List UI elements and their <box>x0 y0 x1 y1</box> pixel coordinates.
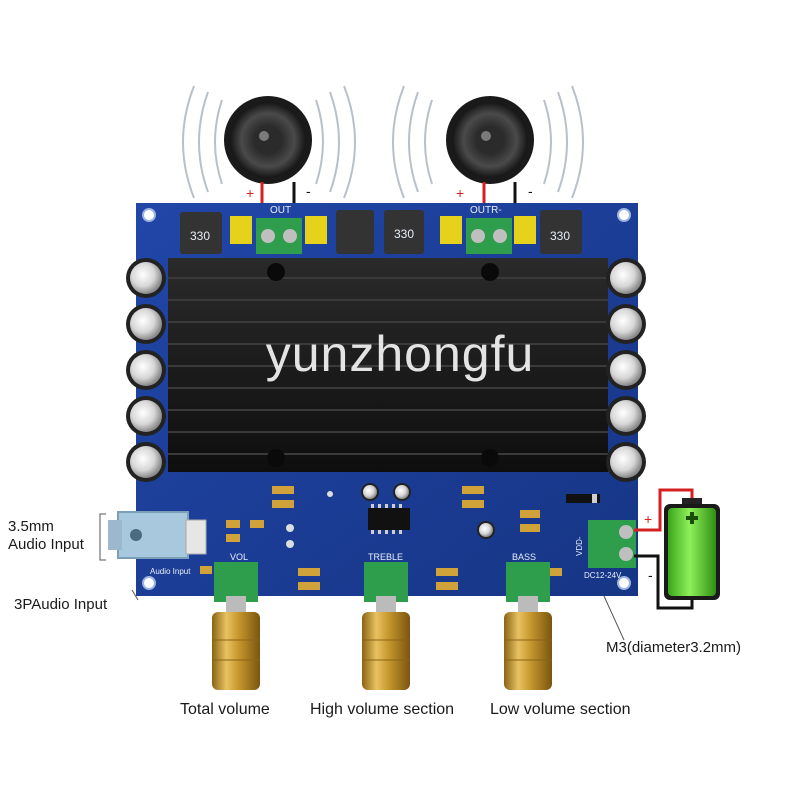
vdd-label: VDD- <box>575 536 584 556</box>
low-volume-label: Low volume section <box>490 701 631 718</box>
volume-potentiometer <box>212 562 260 690</box>
inductor-value-1: 330 <box>190 229 210 243</box>
out-right-label: OUTR- <box>470 205 502 216</box>
power-terminal <box>588 520 636 568</box>
battery-plus: + <box>644 511 652 527</box>
polarity-plus-right: + <box>456 185 464 201</box>
polarity-minus-left: - <box>306 183 311 199</box>
total-volume-label: Total volume <box>180 701 270 718</box>
output-terminal-left <box>256 218 302 254</box>
treble-label: TREBLE <box>368 552 403 562</box>
smd-components <box>200 486 562 590</box>
vol-label: VOL <box>230 552 248 562</box>
speaker-icon <box>224 96 312 184</box>
mounting-holes <box>142 208 631 590</box>
electrolytic-capacitors <box>126 258 646 482</box>
sound-waves <box>182 85 584 199</box>
inductors <box>180 210 582 254</box>
out-left-label: OUT <box>270 205 291 216</box>
callout-lines <box>99 513 625 641</box>
treble-potentiometer <box>362 562 410 690</box>
speaker-icon <box>446 96 534 184</box>
inductor-value-2: 330 <box>394 227 414 241</box>
diode <box>566 494 600 503</box>
bass-potentiometer <box>504 562 552 690</box>
audio-jack <box>108 511 207 559</box>
bass-label: BASS <box>512 552 536 562</box>
audio-jack-label-line2: Audio Input <box>8 536 84 553</box>
dc-label: DC12-24V <box>584 571 622 580</box>
inductor-value-3: 330 <box>550 229 570 243</box>
output-terminal-right <box>466 218 512 254</box>
pcb-audio-input-label: Audio Input <box>150 567 191 576</box>
polarity-minus-right: - <box>528 183 533 199</box>
heatsink <box>168 258 608 472</box>
three-pin-label: 3PAudio Input <box>14 596 108 613</box>
audio-jack-label-line1: 3.5mm <box>8 518 54 535</box>
battery-icon <box>664 498 720 600</box>
small-capacitors <box>361 483 495 539</box>
yellow-capacitors <box>230 216 536 244</box>
audio-ic-chip <box>368 504 410 534</box>
power-wires <box>634 488 694 610</box>
high-volume-label: High volume section <box>310 701 455 718</box>
mount-hole-label: M3(diameter3.2mm) <box>606 639 742 656</box>
polarity-plus-left: + <box>246 185 254 201</box>
battery-minus: - <box>648 567 653 583</box>
